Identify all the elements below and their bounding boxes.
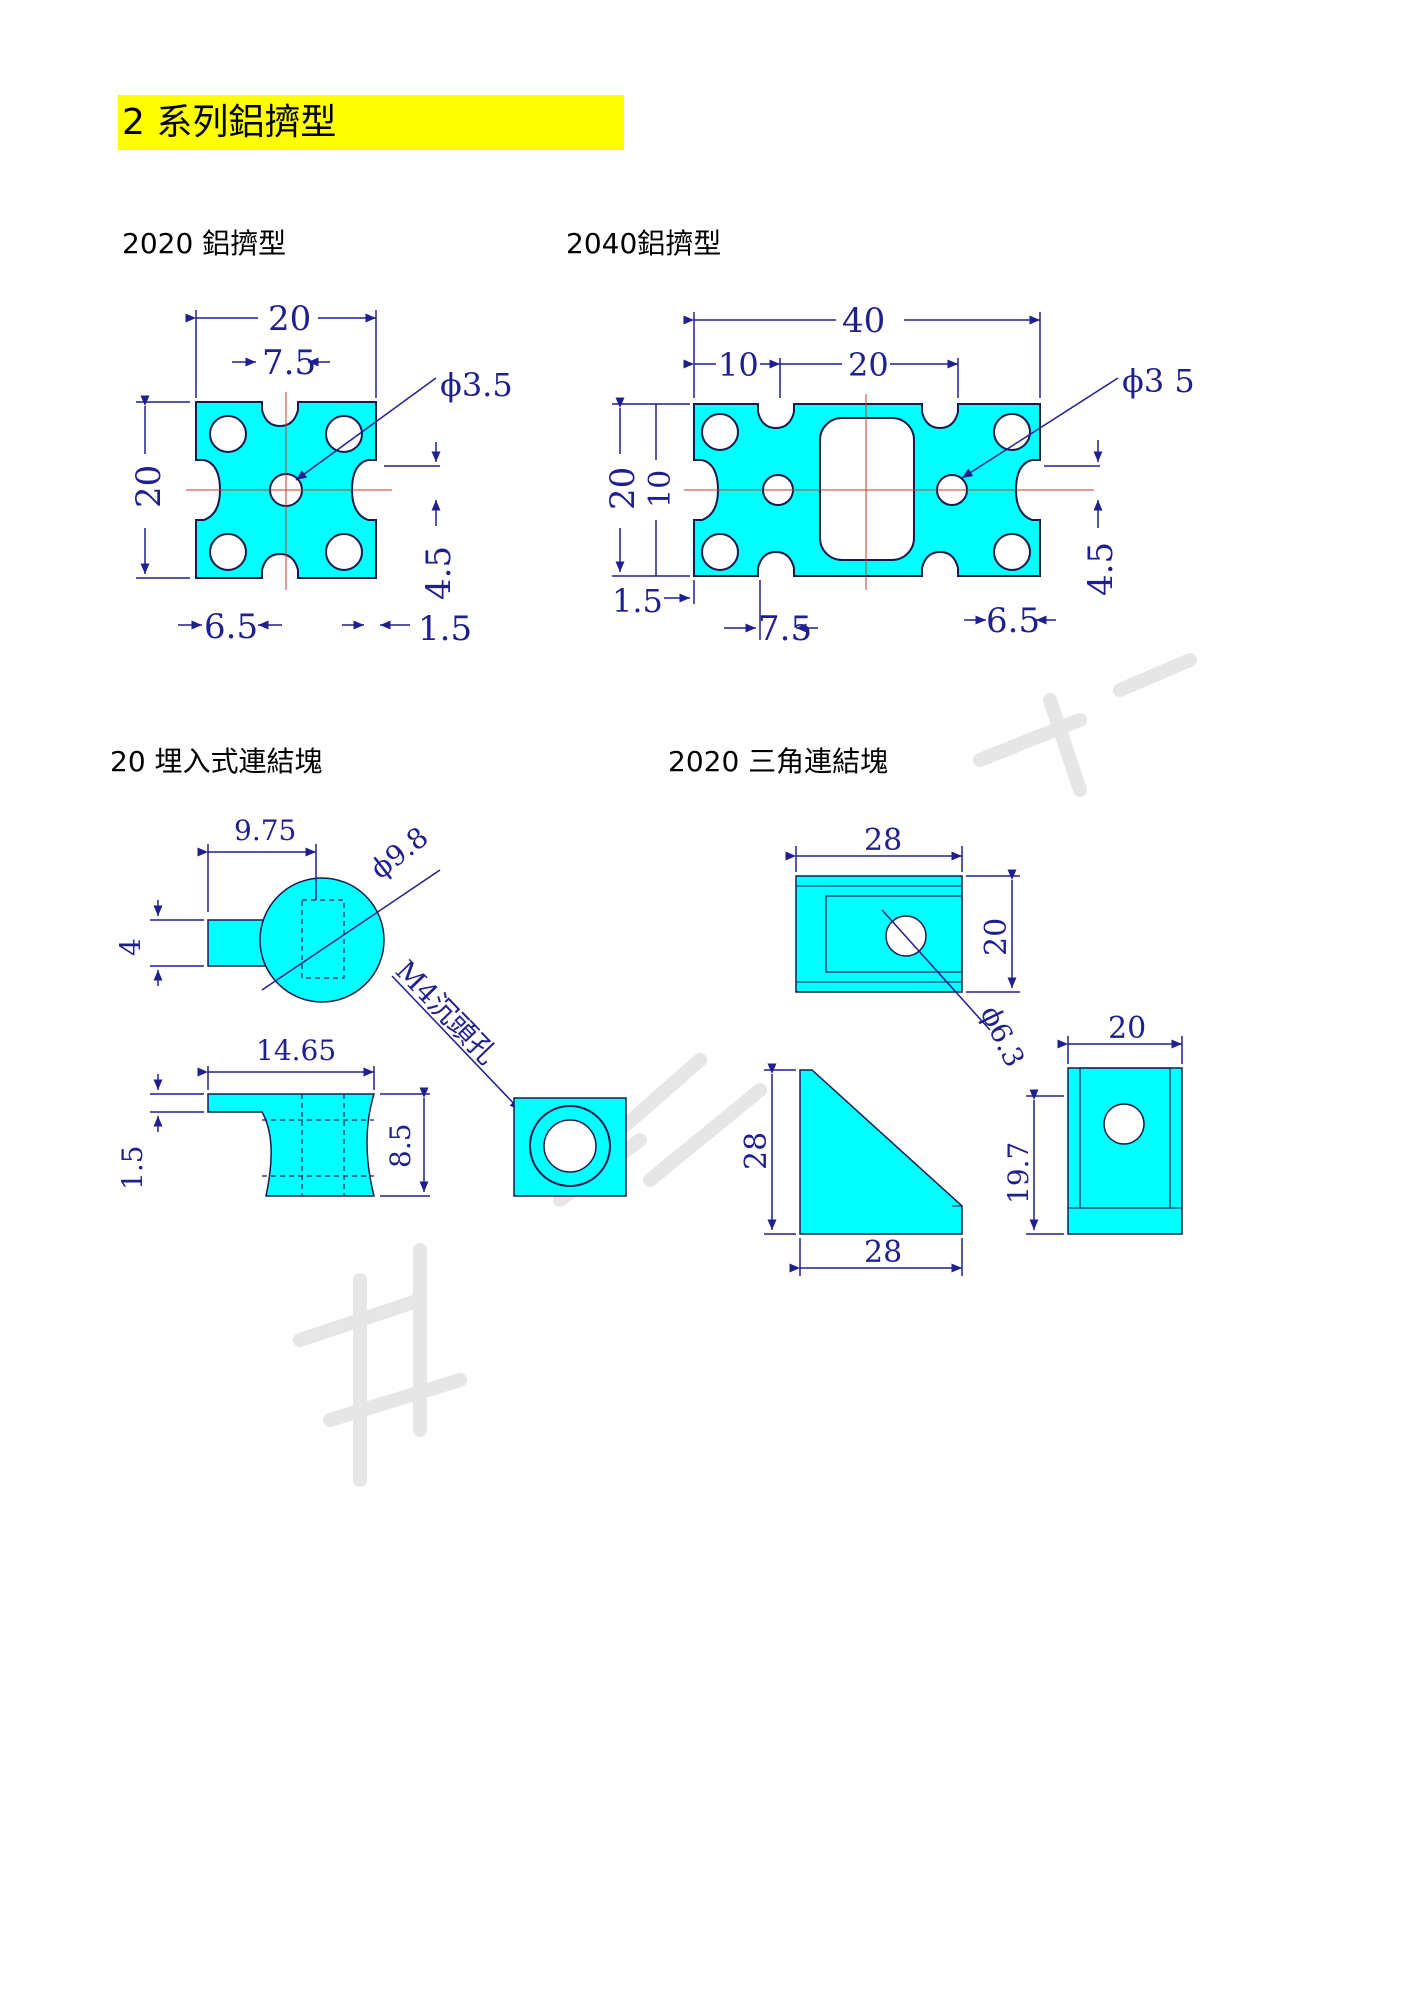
caption-2020-profile: 2020 鋁擠型	[122, 227, 287, 260]
dim-tri-front-height: 19.7	[1002, 1142, 1035, 1204]
dim-tri-top-height: 20	[979, 918, 1014, 956]
dim-embed-base: 1.5	[116, 1145, 149, 1190]
dim-embed-note: M4沉頭孔	[389, 954, 503, 1071]
caption-embedded-connector: 20 埋入式連結塊	[110, 745, 323, 778]
tri-front-view	[1067, 1067, 1183, 1235]
dim-2020-slot: 7.5	[262, 343, 316, 383]
dim-tri-side-height: 28	[739, 1132, 774, 1170]
dim-2040-b: 20	[848, 346, 889, 384]
caption-2040-profile: 2040鋁擠型	[566, 227, 722, 260]
dim-embed-length: 14.65	[256, 1034, 336, 1067]
dim-2020-height: 20	[129, 465, 169, 508]
profile-2020-holes	[209, 415, 363, 571]
profile-2020-drawing: 20 7.5 ϕ3.5 20 4.5 6.5 1.5	[129, 299, 513, 649]
profile-2040-core	[819, 417, 915, 561]
embedded-connector-drawing: 9.75 ϕ9.8 4 M4沉頭孔 14.65 1.5 8.5	[114, 814, 627, 1197]
dim-embed-thickness: 4	[114, 938, 147, 956]
dim-embed-dia: ϕ9.8	[364, 820, 434, 885]
dim-tri-front-width: 20	[1108, 1011, 1146, 1046]
heading-highlight	[118, 95, 624, 150]
caption-triangle-connector: 2020 三角連結塊	[668, 745, 889, 778]
dim-tri-side-width: 28	[864, 1235, 902, 1270]
dim-2040-depth: 4.5	[1081, 542, 1121, 596]
dim-2040-width: 40	[842, 301, 885, 341]
triangle-connector-drawing: 28 20 ϕ6.3 28 28 20 19.7	[739, 823, 1183, 1276]
dim-embed-height: 8.5	[384, 1123, 417, 1168]
dim-2020-hole: ϕ3.5	[440, 366, 513, 404]
profile-2040-holes	[701, 413, 1031, 571]
dim-2040-a: 10	[718, 346, 759, 384]
dim-tri-top-width: 28	[864, 823, 902, 858]
dim-2020-lip: 6.5	[204, 607, 258, 647]
dim-2020-wall: 1.5	[418, 609, 472, 649]
tri-top-view	[795, 875, 963, 993]
embed-disc	[259, 877, 385, 1003]
dim-embed-width: 9.75	[234, 814, 296, 847]
embed-front-view	[207, 1093, 376, 1197]
dim-2040-height: 20	[603, 467, 643, 510]
dim-2020-width: 20	[268, 299, 311, 339]
page-heading: 2 系列鋁擠型	[122, 102, 337, 143]
dim-2040-mid: 10	[643, 470, 678, 508]
tri-side-view	[799, 1069, 963, 1235]
watermark	[293, 653, 1197, 1487]
profile-2040-drawing: 40 10 20 ϕ3 5 20 10 1.5 7.5 6.5 4.5	[603, 301, 1195, 649]
dim-2040-hole: ϕ3 5	[1122, 362, 1195, 400]
dim-2040-wall: 1.5	[612, 582, 663, 620]
dim-2040-lip: 6.5	[986, 601, 1040, 641]
dim-2020-depth: 4.5	[419, 546, 459, 600]
dim-2040-slot: 7.5	[758, 609, 812, 649]
dim-tri-hole: ϕ6.3	[974, 1001, 1032, 1073]
